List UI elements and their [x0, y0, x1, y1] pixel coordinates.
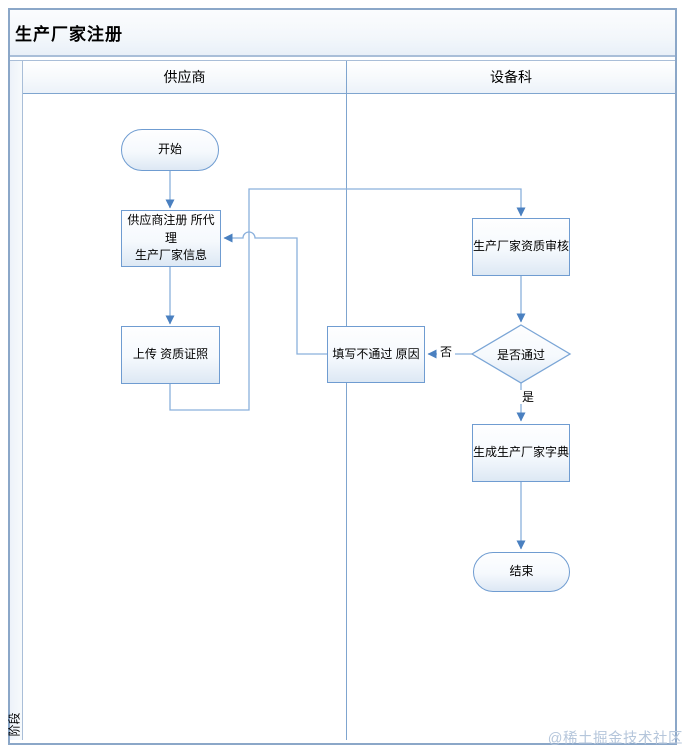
node-generate-dictionary-label: 生成生产厂家字典	[473, 445, 570, 460]
node-register-info: 供应商注册 所代理 生产厂家信息	[121, 210, 221, 267]
node-qualification-review: 生产厂家资质审核	[472, 218, 570, 276]
node-end-label: 结束	[509, 564, 534, 579]
lane-equipment-label: 设备科	[490, 69, 532, 85]
lane-supplier-label: 供应商	[163, 69, 206, 85]
phase-column	[10, 61, 23, 740]
lane-equipment: 设备科	[346, 61, 675, 740]
node-upload-certificates-label: 上传 资质证照	[132, 347, 209, 362]
node-decision: 是否通过	[472, 325, 570, 383]
edge-label-yes: 是	[519, 390, 538, 404]
lane-supplier-header: 供应商	[23, 61, 346, 94]
node-upload-certificates: 上传 资质证照	[121, 326, 220, 384]
swimlane-container: 供应商 设备科	[10, 60, 675, 740]
diagram-title-bar: 生产厂家注册	[10, 10, 675, 57]
node-register-info-label: 供应商注册 所代理 生产厂家信息	[127, 213, 215, 263]
node-end: 结束	[473, 552, 570, 592]
node-fill-reason-label: 填写不通过 原因	[332, 346, 420, 361]
node-decision-label: 是否通过	[496, 347, 545, 362]
node-fill-reason: 填写不通过 原因	[327, 326, 425, 383]
diagram-title: 生产厂家注册	[15, 25, 123, 44]
watermark: @稀土掘金技术社区	[547, 731, 683, 747]
node-start-label: 开始	[157, 142, 182, 157]
node-start: 开始	[121, 129, 219, 171]
node-qualification-review-label: 生产厂家资质审核	[473, 239, 570, 254]
lanes: 供应商 设备科	[23, 61, 675, 740]
node-generate-dictionary: 生成生产厂家字典	[472, 424, 570, 482]
lane-equipment-header: 设备科	[347, 61, 675, 94]
edge-label-no: 否	[437, 345, 456, 359]
phase-label: 阶段	[7, 712, 22, 737]
lane-supplier: 供应商	[23, 61, 346, 740]
